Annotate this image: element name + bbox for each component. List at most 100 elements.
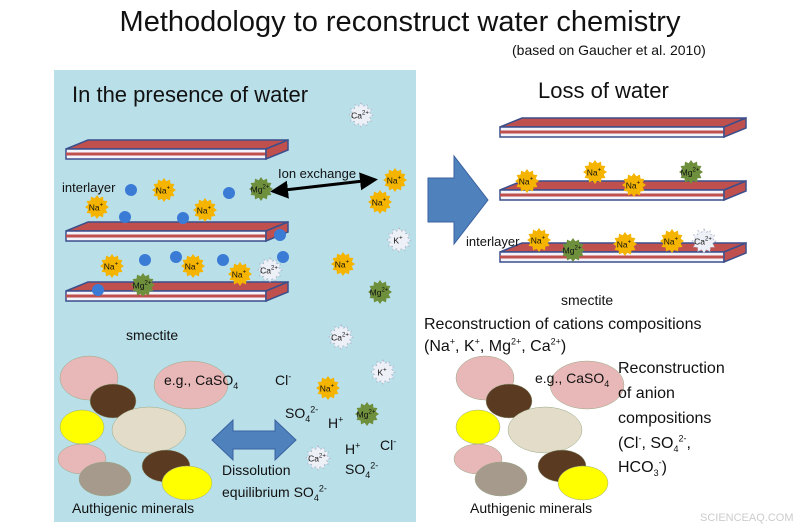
sulfate-sub-2: 4 — [365, 469, 371, 480]
clay-side-face — [723, 241, 747, 264]
cation-part-7: 2+ — [550, 336, 561, 347]
k-ion-charge: + — [399, 236, 403, 242]
mg-ion-label: Mg2+ — [251, 185, 270, 195]
proton-sup-2: + — [355, 440, 361, 451]
na-ion-shape — [152, 178, 176, 202]
ca-ion-shape — [305, 445, 331, 471]
cation-part-4: , Mg — [479, 338, 511, 355]
arrows — [211, 154, 489, 462]
na-ion-label: Na+ — [197, 206, 212, 216]
sulfate-text-2: SO — [345, 461, 366, 477]
mg-ion-shape — [355, 402, 379, 426]
mineral-example-text: e.g., CaSO — [164, 372, 234, 388]
na-ion-label: Na+ — [104, 262, 119, 272]
na-ion-label: Na+ — [185, 262, 200, 272]
clay-front-stripe — [500, 255, 724, 259]
interlayer-label-right: interlayer — [466, 234, 520, 249]
na-ion-shape — [100, 254, 124, 278]
ca-ion-shape — [691, 228, 717, 254]
na-ion-charge: + — [598, 168, 602, 174]
na-ion-shape — [368, 190, 392, 214]
proton-label-1: H+ — [328, 415, 343, 431]
mg-ion-charge: 2+ — [368, 410, 375, 416]
chloride-label-2: Cl- — [380, 437, 396, 453]
ca-ion-label: Ca2+ — [351, 111, 369, 121]
mg-ion: Mg2+ — [561, 238, 585, 262]
left-heading: In the presence of water — [72, 82, 309, 107]
na-ion-charge: + — [628, 240, 632, 246]
sulfate-sub-1: 4 — [305, 413, 311, 424]
proton-text-1: H — [328, 415, 339, 431]
equilibrium-sub: 4 — [313, 492, 319, 503]
na-ion-charge: + — [637, 181, 641, 187]
mineral-grain — [153, 360, 229, 410]
clay-stack-right — [499, 116, 747, 264]
ca-ion-shape — [328, 324, 354, 350]
water-dot — [177, 212, 189, 224]
mineral-grain — [485, 383, 533, 419]
chloride-label-1: Cl- — [275, 372, 291, 388]
mg-ion: Mg2+ — [368, 280, 392, 304]
water-molecules — [92, 184, 289, 296]
na-ion-label: Na+ — [387, 176, 402, 186]
na-ion-charge: + — [208, 206, 212, 212]
ca-ion-charge: 2+ — [319, 454, 326, 460]
dissolution-arrow — [211, 418, 297, 462]
na-ion-label: Na+ — [664, 237, 679, 247]
anion-line-3: compositions — [618, 410, 712, 427]
na-ion-charge: + — [542, 236, 546, 242]
proton-sup-1: + — [338, 414, 344, 425]
mg-ion-label: Mg2+ — [563, 246, 582, 256]
equilibrium-text: equilibrium SO — [222, 484, 314, 500]
ion-markers: Na+ Na+ Na+ Mg2+ Na+ Na+ Na+ Na+ Na+ Ca2+ Mg2+ Ca2+… — [85, 102, 717, 471]
na-ion: Na+ — [85, 195, 109, 219]
na-ion-label: Na+ — [372, 198, 387, 208]
mg-ion: Mg2+ — [249, 177, 273, 201]
water-dot — [125, 184, 137, 196]
clay-top-face — [65, 221, 289, 232]
na-ion-charge: + — [167, 186, 171, 192]
ca-ion: Ca2+ — [305, 445, 331, 471]
ca-ion: Ca2+ — [348, 102, 374, 128]
ca-ion-label: Ca2+ — [308, 454, 326, 464]
na-ion-charge: + — [115, 262, 119, 268]
mineral-example-sub: 4 — [233, 380, 239, 391]
ca-ion-shape — [257, 257, 283, 283]
anion5-part-2: - — [658, 457, 662, 468]
mineral-grain — [455, 409, 501, 445]
chloride-text-1: Cl — [275, 372, 289, 388]
na-ion-shape — [383, 168, 407, 192]
na-ion: Na+ — [622, 173, 646, 197]
na-ion-charge: + — [383, 198, 387, 204]
water-dot — [170, 251, 182, 263]
mg-ion-label: Mg2+ — [370, 288, 389, 298]
mg-ion-label: Mg2+ — [681, 168, 700, 178]
clay-front-stripe — [500, 193, 724, 197]
anion4-part-3: 4 — [673, 444, 679, 455]
na-ion-charge: + — [196, 262, 200, 268]
chloride-text-2: Cl — [380, 437, 394, 453]
anion5-part-0: HCO — [618, 459, 654, 476]
mg-ion-charge: 2+ — [574, 246, 581, 252]
na-ion: Na+ — [583, 160, 607, 184]
na-ion-label: Na+ — [531, 236, 546, 246]
na-ion: Na+ — [613, 232, 637, 256]
na-ion-label: Na+ — [89, 203, 104, 213]
na-ion-charge: + — [398, 176, 402, 182]
cation-reconstruction-line2: (Na+, K+, Mg2+, Ca2+) — [424, 336, 566, 357]
cation-part-1: + — [449, 336, 456, 347]
na-ion-shape — [527, 228, 551, 252]
anion4-part-4: 2- — [678, 433, 687, 444]
anion-line-4: (Cl-, SO42-, — [618, 433, 691, 454]
sulfate-label-1: SO42- — [285, 405, 318, 424]
chloride-sup-1: - — [288, 371, 292, 382]
ion-exchange-label: Ion exchange — [278, 166, 357, 181]
right-heading: Loss of water — [538, 78, 669, 103]
ca-ion-charge: 2+ — [271, 266, 278, 272]
k-ion-label: K+ — [393, 236, 403, 246]
ca-ion-label: Ca2+ — [694, 237, 712, 247]
mg-ion-charge: 2+ — [692, 168, 699, 174]
na-ion: Na+ — [316, 376, 340, 400]
anion-line-2: of anion — [618, 385, 675, 402]
clay-side-face — [265, 138, 289, 161]
